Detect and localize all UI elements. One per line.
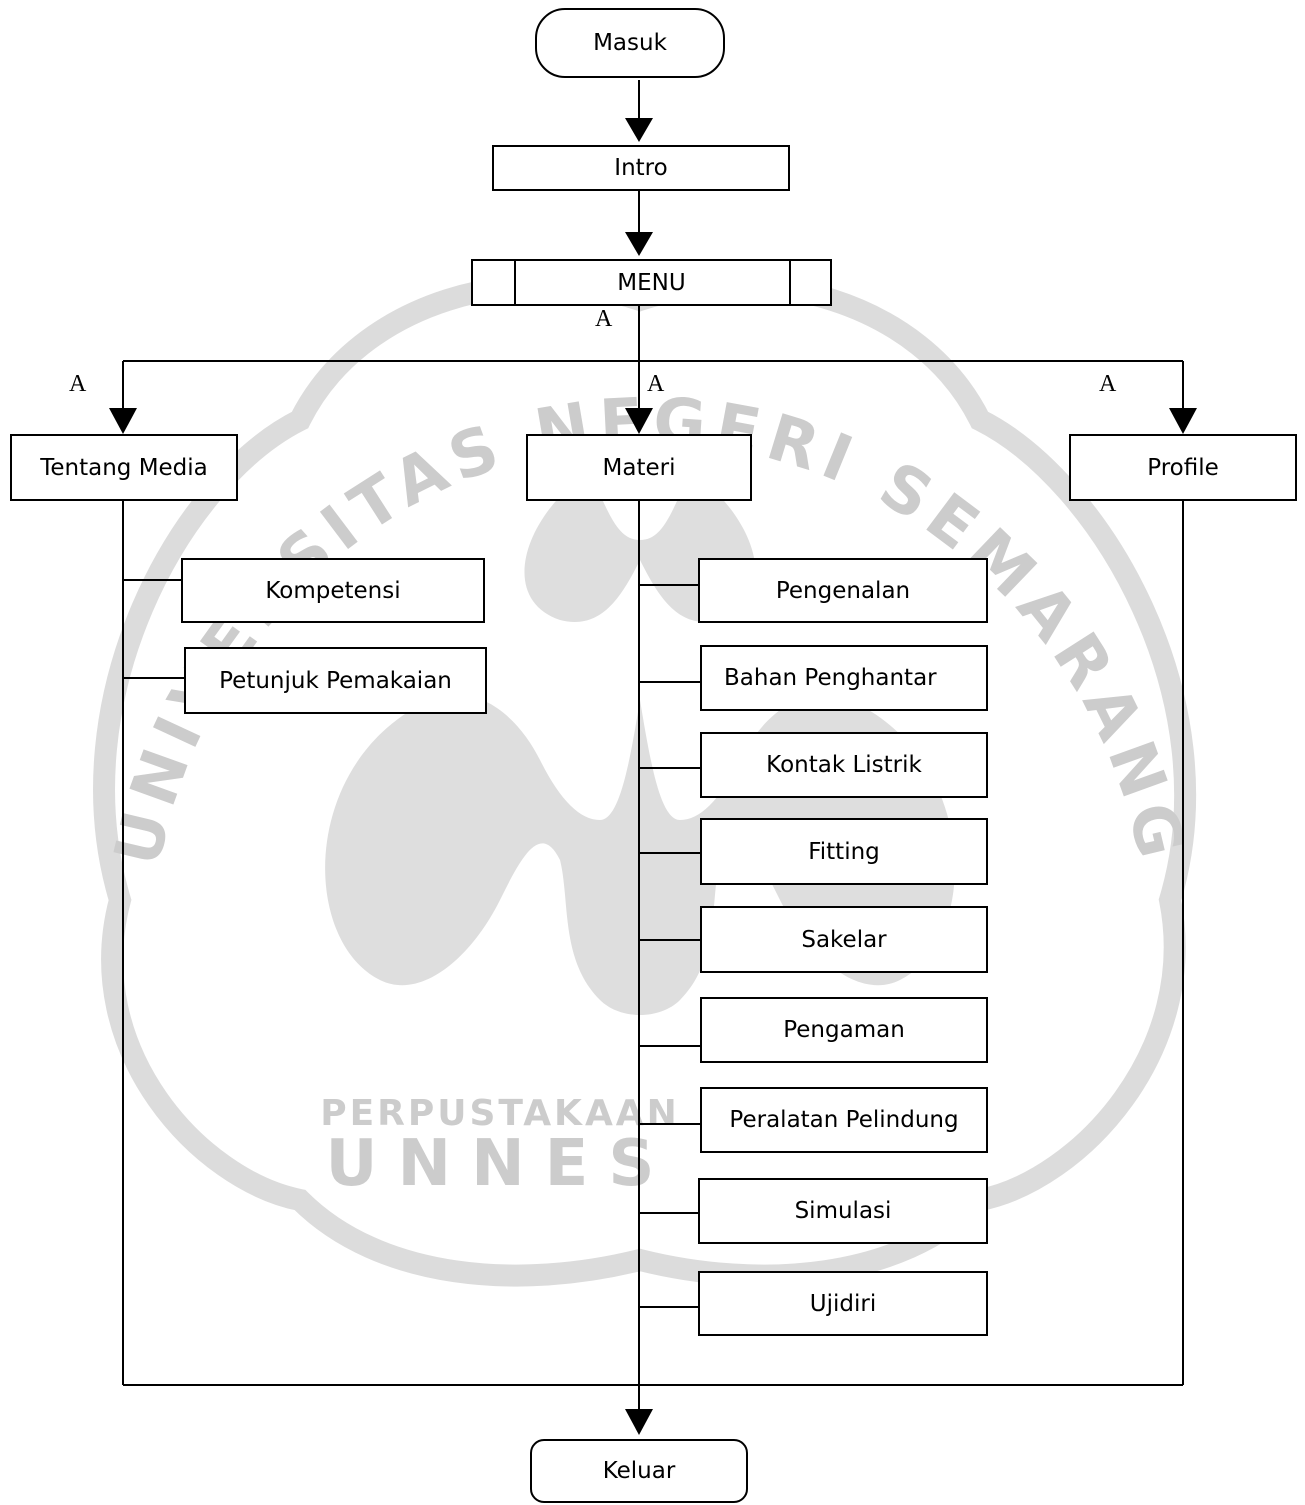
arrowhead-profile [1169, 408, 1197, 434]
arrowhead-keluar [625, 1409, 653, 1435]
peralatan-pelindung-label: Peralatan Pelindung [729, 1107, 959, 1133]
connector-label-menu: A [595, 306, 613, 332]
fitting-box: Fitting [700, 818, 988, 885]
profile-label: Profile [1147, 454, 1219, 481]
materi-label: Materi [602, 454, 676, 481]
kontak-listrik-box: Kontak Listrik [700, 732, 988, 798]
end-terminal: Keluar [530, 1439, 748, 1503]
connector-label-left: A [69, 371, 87, 397]
profile-box: Profile [1069, 434, 1297, 501]
simulasi-label: Simulasi [794, 1198, 892, 1224]
watermark-short-name: UNNES [326, 1127, 675, 1201]
sakelar-box: Sakelar [700, 906, 988, 973]
menu-left-bar [514, 261, 516, 304]
arrowhead-intro-menu [625, 232, 653, 256]
arrowhead-masuk-intro [625, 118, 653, 142]
end-label: Keluar [602, 1458, 676, 1484]
bahan-penghantar-label: Bahan Penghantar [724, 665, 937, 691]
materi-box: Materi [526, 434, 752, 501]
start-label: Masuk [593, 30, 667, 56]
arrowhead-materi [625, 408, 653, 434]
petunjuk-pemakaian-label: Petunjuk Pemakaian [219, 667, 452, 694]
sakelar-label: Sakelar [801, 926, 887, 953]
watermark-seal-outline [93, 274, 1197, 1287]
kontak-listrik-label: Kontak Listrik [766, 752, 922, 778]
pengaman-box: Pengaman [700, 997, 988, 1063]
peralatan-pelindung-box: Peralatan Pelindung [700, 1087, 988, 1153]
connector-label-right: A [1099, 371, 1117, 397]
ujidiri-box: Ujidiri [698, 1271, 988, 1336]
tentang-media-label: Tentang Media [40, 454, 208, 481]
watermark-library-label: PERPUSTAKAAN [320, 1093, 680, 1134]
start-terminal: Masuk [535, 8, 725, 78]
simulasi-box: Simulasi [698, 1178, 988, 1244]
fitting-label: Fitting [808, 838, 880, 865]
kompetensi-box: Kompetensi [181, 558, 485, 623]
menu-box: MENU [471, 259, 832, 306]
pengaman-label: Pengaman [783, 1017, 905, 1043]
pengenalan-label: Pengenalan [775, 577, 911, 604]
menu-right-bar [789, 261, 791, 304]
bahan-penghantar-box: Bahan Penghantar [700, 645, 988, 711]
menu-label: MENU [617, 269, 686, 296]
intro-box: Intro [492, 145, 790, 191]
petunjuk-pemakaian-box: Petunjuk Pemakaian [184, 647, 487, 714]
pengenalan-box: Pengenalan [698, 558, 988, 623]
connector-label-center: A [647, 371, 665, 397]
ujidiri-label: Ujidiri [809, 1290, 877, 1317]
arrowhead-tentang-media [109, 408, 137, 434]
tentang-media-box: Tentang Media [10, 434, 238, 501]
kompetensi-label: Kompetensi [265, 577, 401, 604]
intro-label: Intro [614, 155, 668, 181]
